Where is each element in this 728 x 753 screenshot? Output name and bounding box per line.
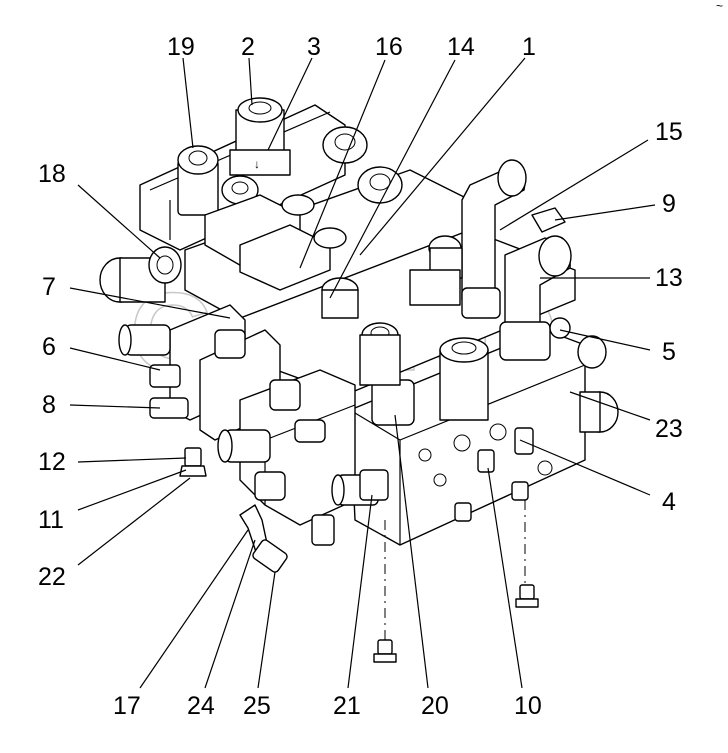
valve-block-drawing: ↓ (99, 97, 619, 663)
callout-25: 25 (243, 692, 271, 720)
bolt-center (377, 639, 393, 655)
callout-3: 3 (307, 33, 321, 61)
top-port-flanges (204, 126, 403, 291)
callout-6: 6 (42, 333, 56, 361)
callout-labels: 19 2 3 16 14 1 15 18 9 13 7 5 6 23 8 4 1… (38, 33, 683, 720)
callout-2: 2 (241, 33, 255, 61)
callout-10: 10 (514, 692, 542, 720)
callout-1: 1 (522, 33, 536, 61)
elbow-fittings (461, 159, 572, 361)
callout-5: 5 (662, 338, 676, 366)
plug-11 (179, 465, 207, 477)
fitting-10 (477, 449, 495, 473)
callout-13: 13 (655, 264, 683, 292)
callout-18: 18 (38, 160, 66, 188)
fitting-4 (514, 427, 534, 455)
plug-12 (184, 447, 202, 467)
svg-text:↓: ↓ (254, 157, 260, 171)
callout-23: 23 (655, 415, 683, 443)
fitting-9 (531, 207, 566, 233)
callout-8: 8 (42, 391, 56, 419)
callout-15: 15 (655, 118, 683, 146)
callout-7: 7 (42, 273, 56, 301)
callout-4: 4 (662, 488, 676, 516)
bolt-right (519, 584, 535, 600)
callout-24: 24 (187, 692, 215, 720)
callout-9: 9 (662, 190, 676, 218)
callout-14: 14 (447, 33, 475, 61)
leader-lines (69, 57, 656, 689)
callout-17: 17 (113, 692, 141, 720)
callout-21: 21 (333, 692, 361, 720)
corner-mark: ~ (716, 0, 723, 13)
front-face-ports (359, 423, 553, 522)
callout-11: 11 (38, 506, 64, 534)
fitting-25 (252, 539, 288, 573)
right-end-cap-5 (577, 335, 607, 369)
fitting-6 (149, 364, 181, 388)
callout-12: 12 (38, 448, 66, 476)
callout-20: 20 (421, 692, 449, 720)
callout-19: 19 (167, 33, 195, 61)
callout-16: 16 (375, 33, 403, 61)
fitting-21 (359, 469, 389, 501)
fitting-20 (371, 379, 415, 426)
callout-22: 22 (38, 563, 66, 591)
